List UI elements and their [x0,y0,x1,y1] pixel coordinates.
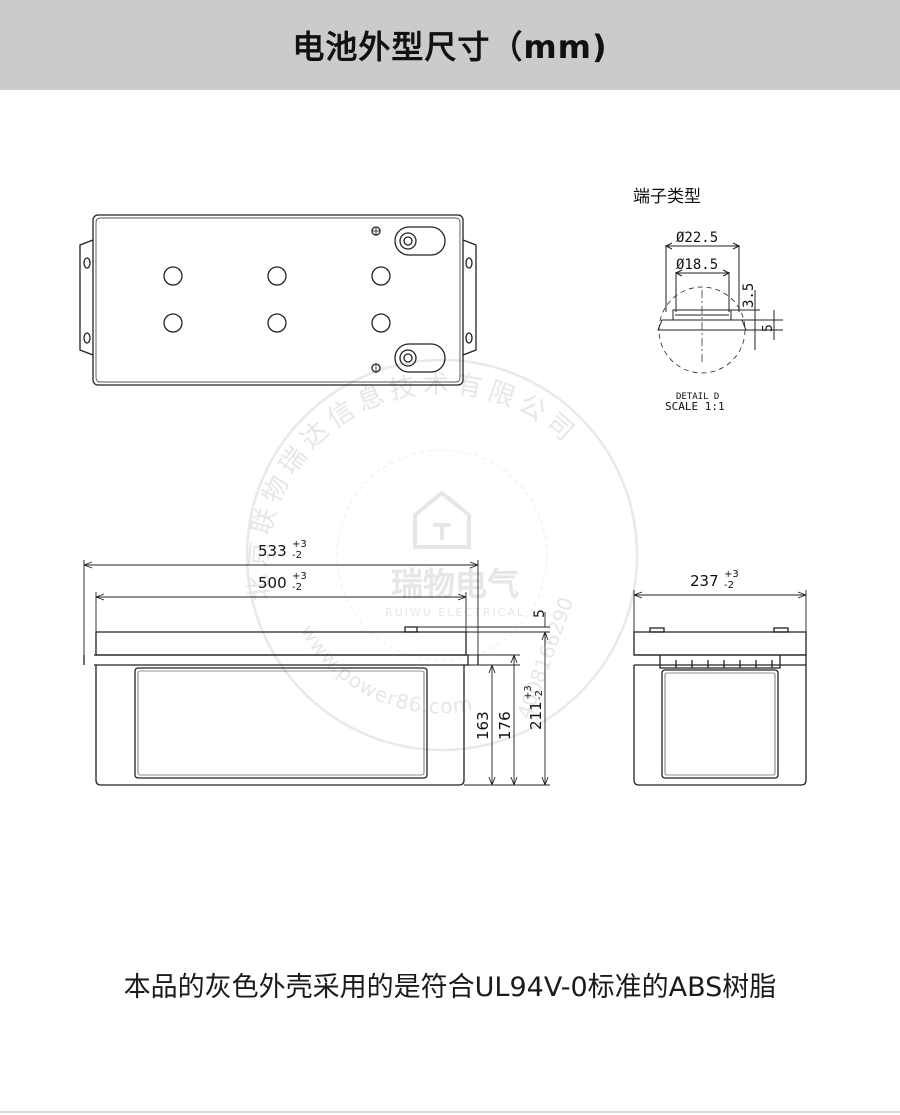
terminal-height-dim: 5 [532,609,548,618]
height-176-dim: 176 [496,711,514,740]
total-height-tol-upper: +3 [523,685,534,700]
height-163-dim: 163 [474,711,492,740]
terminal-thread-label: 5 [761,324,776,332]
watermark-url: www.power86.com [296,620,475,718]
overall-length-tol-lower: -2 [292,550,302,561]
overall-length-tol-upper: +3 [292,539,307,550]
watermark: 北京联物瑞达信息技术有限公司 www.power86.com 瑞物电气 RUIW… [243,358,639,752]
width-tol-upper: +3 [724,569,739,580]
front-dimension-labels: 533 +3 -2 500 +3 -2 5 163 176 211 +3 -2 [258,539,548,740]
width-value: 237 [690,572,719,590]
scale-label: SCALE 1:1 [665,400,725,413]
header-bar: 电池外型尺寸（mm) [0,0,900,90]
side-dimensions [633,590,807,632]
terminal-detail: 端子类型 Ø22.5 Ø18.5 3.5 5 DETAIL D SCALE 1:… [633,187,783,413]
body-length-tol-lower: -2 [292,582,302,593]
body-length-value: 500 [258,574,287,592]
side-dimension-labels: 237 +3 -2 [690,569,739,591]
battery-top-view [79,214,477,386]
width-tol-lower: -2 [724,580,734,591]
bottom-divider [0,1111,900,1113]
detail-label: DETAIL D [676,392,719,402]
total-height-tol-lower: -2 [534,690,545,700]
watermark-brand-en: RUIWU ELECTRICAL [385,606,525,619]
battery-side-view [633,627,807,786]
terminal-height-label: 3.5 [741,283,757,308]
front-dimensions [83,560,550,786]
inner-diameter-label: Ø18.5 [676,257,718,273]
total-height-dim: 211 [527,701,545,730]
terminal-type-label: 端子类型 [633,187,701,207]
body-length-tol-upper: +3 [292,571,307,582]
house-logo-icon [413,490,471,549]
outer-diameter-label: Ø22.5 [676,230,718,246]
page-title: 电池外型尺寸（mm) [292,28,608,66]
overall-length-value: 533 [258,542,287,560]
battery-dimension-drawing: 北京联物瑞达信息技术有限公司 www.power86.com 瑞物电气 RUIW… [0,90,900,970]
material-caption: 本品的灰色外壳采用的是符合UL94V-0标准的ABS树脂 [123,972,777,1003]
